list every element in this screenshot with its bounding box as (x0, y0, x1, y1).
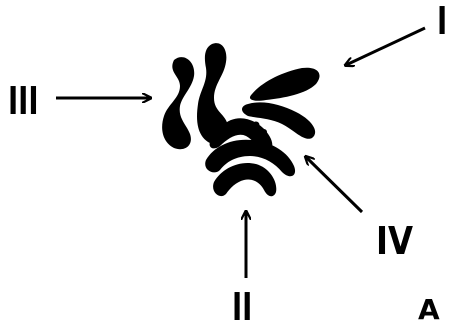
chromosome-ii (213, 163, 276, 196)
chromosome-i (250, 68, 320, 101)
chromosome-iii-left (162, 57, 194, 149)
chromosome-dot-3 (257, 137, 262, 142)
label-ii: II (232, 288, 252, 326)
label-iv: IV (376, 222, 413, 260)
chromosome-dot-1 (253, 122, 260, 129)
arrow-iv (306, 157, 362, 212)
arrow-i (346, 28, 425, 65)
chromosome-dot-4 (238, 125, 243, 130)
chromosome-dot-2 (261, 129, 267, 135)
chromosome-cluster (162, 43, 319, 196)
panel-label: A (418, 296, 440, 324)
label-iii: III (8, 82, 39, 120)
label-i: I (437, 2, 447, 40)
